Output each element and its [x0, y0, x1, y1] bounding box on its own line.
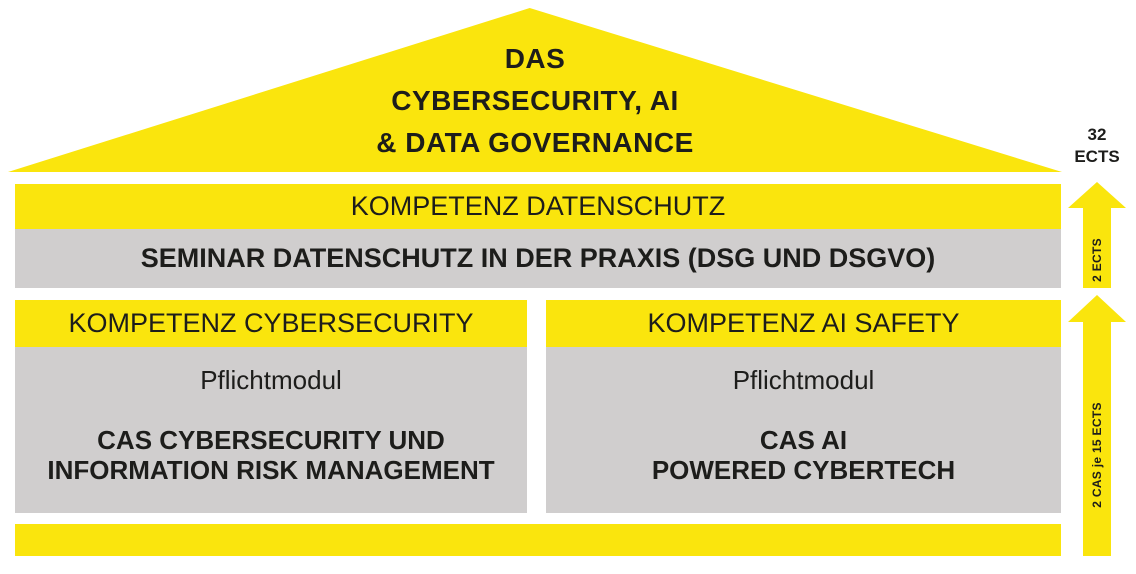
kompetenz-datenschutz-bar: KOMPETENZ DATENSCHUTZ: [15, 184, 1061, 229]
program-title-line: DAS: [504, 43, 566, 74]
cybersecurity-column-header: KOMPETENZ CYBERSECURITY: [15, 300, 527, 347]
ects-2-arrow-label: 2 ECTS: [1090, 238, 1104, 282]
cas-ai-title: CAS AI POWERED CYBERTECH: [546, 425, 1061, 485]
seminar-datenschutz-bar: SEMINAR DATENSCHUTZ IN DER PRAXIS (DSG U…: [15, 229, 1061, 288]
module-type-label: Pflichtmodul: [200, 365, 342, 395]
module-type-label: Pflichtmodul: [732, 365, 875, 395]
cas-cybersecurity-title: CAS CYBERSECURITY UND INFORMATION RISK M…: [15, 425, 527, 485]
cybersecurity-column-body: Pflichtmodul CAS CYBERSECURITY UND INFOR…: [15, 347, 527, 513]
program-title: DAS CYBERSECURITY, AI & DATA GOVERNANCE: [8, 38, 1062, 164]
ai-safety-column-body: Pflichtmodul CAS AI POWERED CYBERTECH: [546, 347, 1061, 513]
total-ects-label: 32 ECTS: [1064, 124, 1130, 168]
program-title-line: CYBERSECURITY, AI: [391, 85, 679, 116]
total-ects-value: 32: [1087, 125, 1107, 144]
up-arrow-icon: [1068, 182, 1126, 288]
ects-2-arrow: 2 ECTS: [1068, 182, 1126, 288]
cas-title-line: POWERED CYBERTECH: [651, 455, 956, 485]
base-bar: [15, 524, 1061, 556]
ai-safety-column: KOMPETENZ AI SAFETY Pflichtmodul CAS AI …: [546, 300, 1061, 513]
total-ects-unit: ECTS: [1074, 147, 1120, 166]
ai-safety-column-header: KOMPETENZ AI SAFETY: [546, 300, 1061, 347]
up-arrow-icon: [1068, 295, 1126, 556]
cybersecurity-header-label: KOMPETENZ CYBERSECURITY: [68, 308, 474, 338]
cas-title-line: CAS CYBERSECURITY UND: [97, 425, 445, 455]
cas-ects-arrow-label: 2 CAS je 15 ECTS: [1090, 402, 1104, 508]
cas-ects-arrow: 2 CAS je 15 ECTS: [1068, 295, 1126, 556]
program-roof-triangle: DAS CYBERSECURITY, AI & DATA GOVERNANCE: [8, 8, 1062, 172]
program-title-line: & DATA GOVERNANCE: [376, 127, 694, 158]
cas-title-line: INFORMATION RISK MANAGEMENT: [47, 455, 495, 485]
seminar-datenschutz-label: SEMINAR DATENSCHUTZ IN DER PRAXIS (DSG U…: [140, 243, 936, 273]
ai-safety-header-label: KOMPETENZ AI SAFETY: [647, 308, 960, 338]
cas-title-line: CAS AI: [759, 425, 848, 455]
kompetenz-datenschutz-label: KOMPETENZ DATENSCHUTZ: [350, 191, 726, 221]
cybersecurity-column: KOMPETENZ CYBERSECURITY Pflichtmodul CAS…: [15, 300, 527, 513]
